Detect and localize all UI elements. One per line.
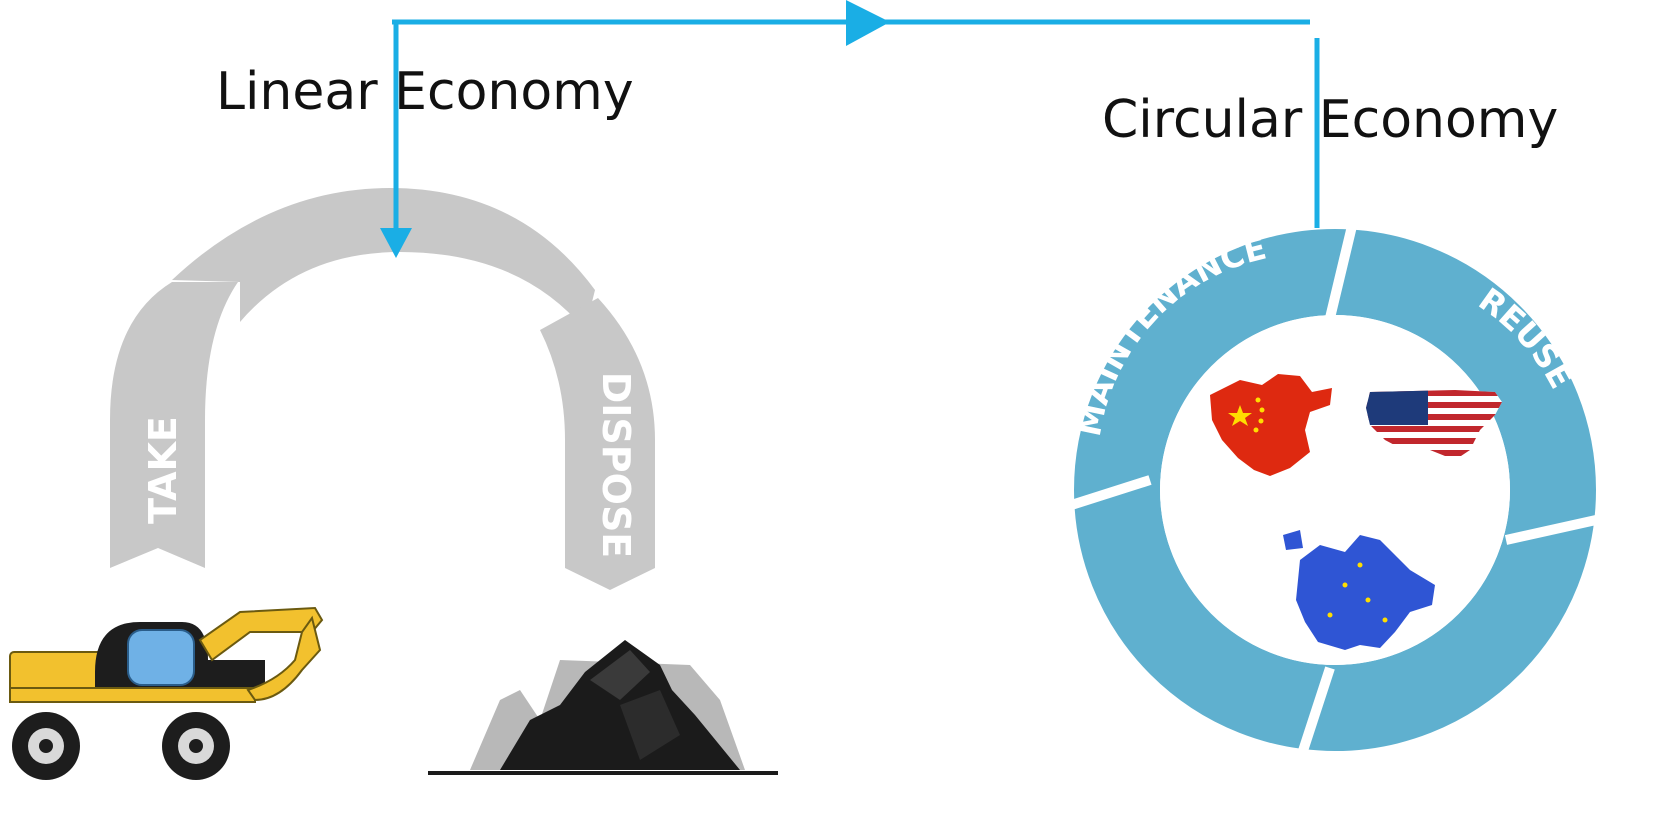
dispose-segment — [540, 298, 655, 590]
excavator-icon — [9, 606, 324, 780]
connector-arrows — [380, 0, 1320, 258]
linear-arch — [110, 188, 655, 590]
circular-diagram: MAINTENANCE REUSE REMANUFACTURE RECYCLE — [1060, 224, 1621, 811]
linear-diagram: TAKE MAKE DISPOSE — [9, 50, 778, 780]
linear-economy-title: Linear Economy — [216, 62, 634, 122]
china-flag-map-icon — [1210, 374, 1332, 476]
make-segment — [172, 188, 595, 330]
down-arrow-icon — [380, 228, 412, 258]
stage-dispose: DISPOSE — [594, 372, 638, 559]
right-arrow-icon — [846, 0, 890, 46]
take-segment — [110, 282, 238, 568]
circular-economy-title: Circular Economy — [1102, 90, 1559, 150]
eu-flag-map-icon — [1283, 530, 1435, 650]
stage-take: TAKE — [141, 416, 185, 524]
waste-pile-icon — [428, 640, 778, 775]
